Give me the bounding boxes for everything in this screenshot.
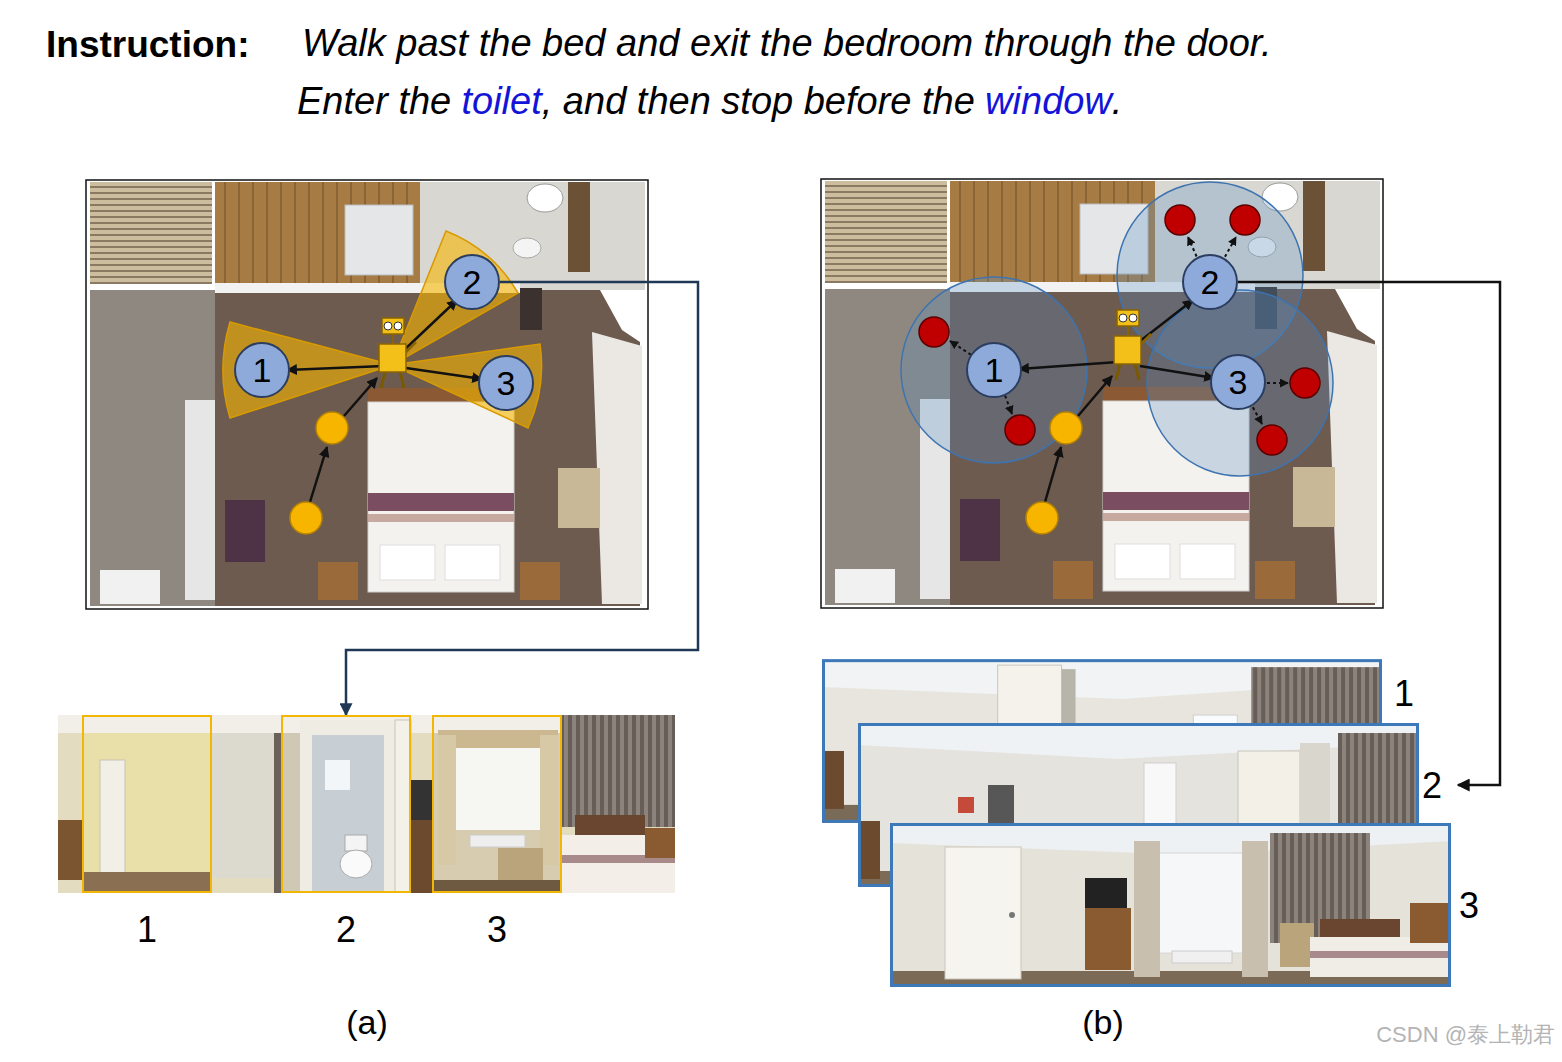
instruction-text: Walk past the bed and exit the bedroom t… [302,22,1272,65]
circle-number: 1 [236,344,288,396]
view-number: 2 [283,909,409,951]
circle-number: 3 [1212,356,1264,408]
viewpoint-circle: 2 [444,254,500,310]
viewpoint-circle: 1 [234,342,290,398]
instruction-heading: Instruction: [46,24,249,66]
circle-number: 3 [480,357,532,409]
viewpoint-circle: 1 [966,342,1022,398]
instruction-line: Enter thetoilet, and then stop before th… [297,80,1122,123]
view-crop: 2 [281,715,411,893]
panorama-image [890,823,1451,987]
view-number: 1 [1394,673,1414,715]
view-crop: 3 [432,715,562,893]
instruction-line: Walk past the bed and exit the bedroom t… [302,22,1272,65]
viewpoint-circle: 3 [1210,354,1266,410]
floor-plan-b [821,179,1383,608]
view-number: 3 [434,909,560,951]
panel-label: (b) [1003,1003,1203,1042]
view-number: 2 [1422,765,1442,807]
view-crop: 1 [82,715,212,893]
circle-number: 1 [968,344,1020,396]
keyword: window [985,80,1112,123]
view-number: 1 [84,909,210,951]
viewpoint-circle: 3 [478,355,534,411]
watermark: CSDN @泰上勒君 [1376,1020,1555,1050]
circle-number: 2 [1184,256,1236,308]
circle-number: 2 [446,256,498,308]
floor-plan-a [86,180,648,609]
instruction-text: , and then stop before the [542,80,975,123]
connector-arrow [346,282,698,715]
instruction-text: . [1112,80,1123,123]
viewpoint-circle: 2 [1182,254,1238,310]
panorama-a [58,715,675,893]
panel-label: (a) [267,1003,467,1042]
panorama-frame: 3 [890,823,1495,987]
keyword: toilet [461,80,541,123]
view-number: 3 [1459,885,1479,927]
instruction-text: Enter the [297,80,451,123]
